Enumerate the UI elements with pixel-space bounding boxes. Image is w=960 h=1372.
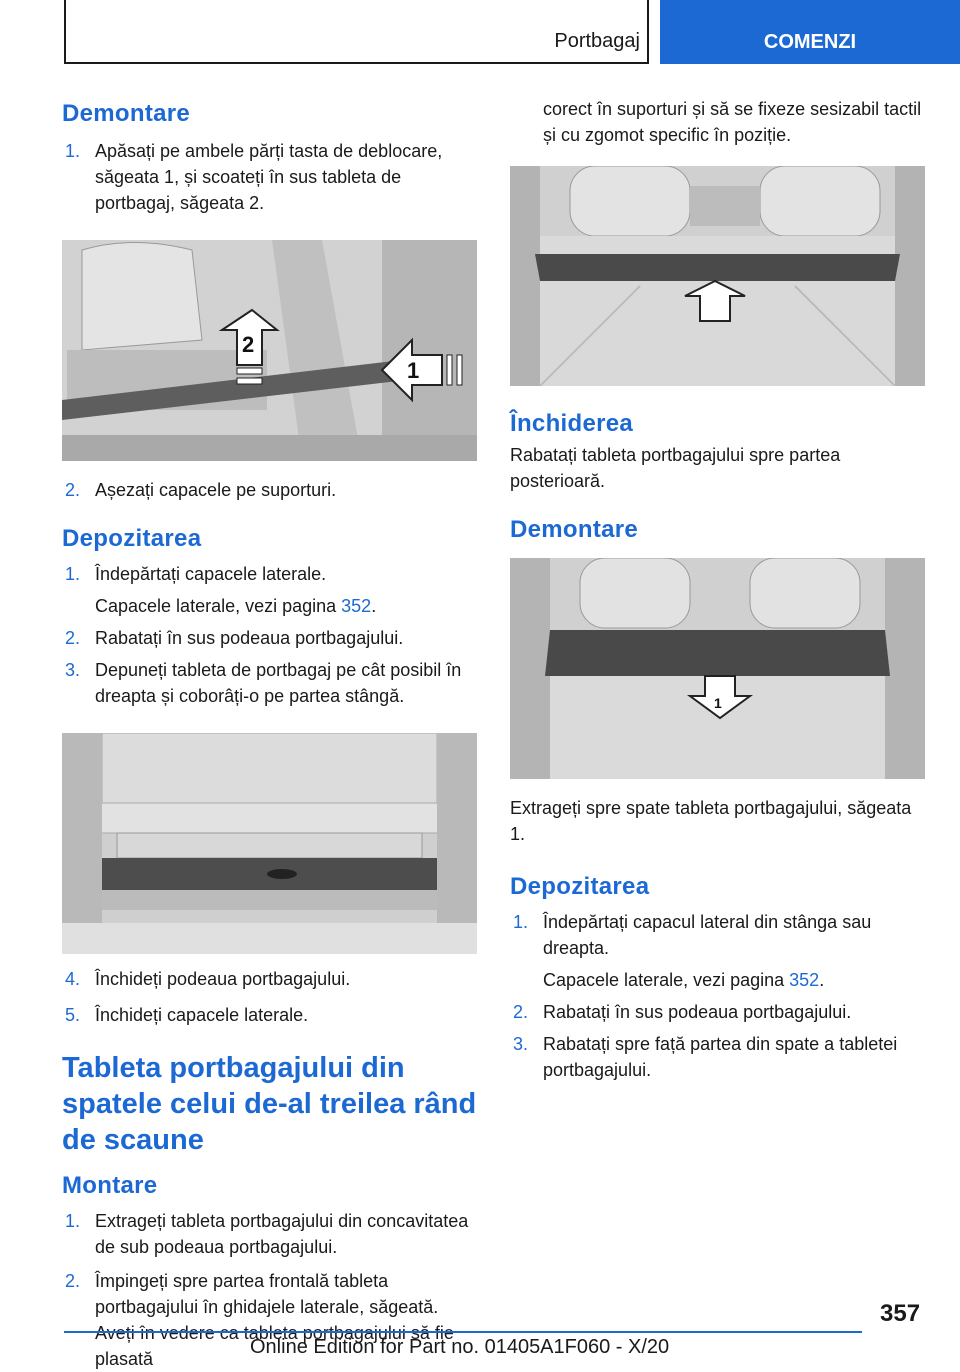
step-m2: 2. Împingeți spre partea frontală tableta… — [62, 1268, 477, 1372]
step-number: 2. — [65, 1271, 81, 1291]
step-text: Apăsați pe ambele părți tasta de debloca… — [95, 141, 443, 213]
step-number: 5. — [65, 1005, 81, 1025]
step-text: Extrageți tableta portbagajului din conc… — [95, 1211, 469, 1257]
step-number: 1. — [65, 1211, 81, 1231]
figure-install-illustration — [510, 166, 925, 386]
figure-install — [510, 166, 925, 386]
step-text: Așezați capacele pe suporturi. — [95, 480, 337, 500]
step-number: 3. — [65, 660, 81, 680]
heading-montare: Montare — [62, 1172, 158, 1199]
step-text: Îndepărtați capacele laterale. — [95, 564, 327, 584]
page-link-352[interactable]: 352 — [789, 970, 820, 990]
step-number: 1. — [65, 564, 81, 584]
figure-storage — [62, 733, 477, 954]
step-r1-sub: Capacele laterale, vezi pagina 352. — [543, 970, 825, 990]
paragraph-demontare: Extrageți spre spate tableta portbagajul… — [510, 798, 912, 844]
heading-demontare: Demontare — [62, 100, 191, 127]
figure-storage-illustration — [62, 733, 477, 954]
step-number: 2. — [65, 480, 81, 500]
heading-demontare-right: Demontare — [510, 516, 639, 543]
step-p1: 1. Îndepărtați capacele laterale. — [62, 561, 477, 587]
step-text: corect în suporturi și să se fixeze sesi… — [543, 99, 922, 145]
step-p5: 5. Închideți capacele laterale. — [62, 1002, 477, 1028]
step-r3: 3. Rabatați spre față partea din spate a … — [510, 1031, 925, 1083]
step-r1: 1. Îndepărtați capacul lateral din stânga… — [510, 909, 925, 961]
figure-demontare: 1 — [510, 558, 925, 779]
step-r2: 2. Rabatați în sus podeaua portbagajului. — [510, 999, 925, 1025]
step-text: Depuneți tableta de portbagaj pe cât pos… — [95, 660, 462, 706]
figure-demontare-illustration: 1 — [510, 558, 925, 779]
step-text: Îndepărtați capacul lateral din stânga s… — [543, 912, 872, 958]
page-number: 357 — [880, 1300, 921, 1327]
step-d2: 2. Așezați capacele pe suporturi. — [62, 477, 477, 503]
figure-label-2: 2 — [242, 332, 254, 357]
footer-edition: Online Edition for Part no. 01405A1F060 … — [250, 1336, 670, 1358]
header-section-title: Portbagaj — [554, 30, 640, 52]
figure-removal: 2 1 — [62, 240, 477, 461]
page-link-352[interactable]: 352 — [341, 596, 372, 616]
step-text: Împingeți spre partea frontală tableta p… — [95, 1271, 454, 1369]
step-number: 2. — [65, 628, 81, 648]
heading-depozitarea-right: Depozitarea — [510, 873, 650, 900]
step-subtext: Capacele laterale, vezi pagina — [95, 596, 342, 616]
step-text: Închideți capacele laterale. — [95, 1005, 309, 1025]
step-subtext: Capacele laterale, vezi pagina — [543, 970, 790, 990]
figure-label-1: 1 — [714, 695, 722, 711]
heading-inchiderea: Închiderea — [510, 410, 634, 437]
step-p4: 4. Închideți podeaua portbagajului. — [62, 966, 477, 992]
step-number: 3. — [513, 1034, 529, 1054]
heading-depozitarea: Depozitarea — [62, 525, 202, 552]
left-column: Demontare 1. Apăsați pe ambele părți tast… — [62, 100, 477, 1372]
step-number: 1. — [65, 141, 81, 161]
paragraph-inchiderea: Rabatați tableta portbagajului spre part… — [510, 445, 841, 491]
step-text: Rabatați spre față partea din spate a ta… — [543, 1034, 898, 1080]
header-frame — [64, 0, 649, 64]
step-d1: 1. Apăsați pe ambele părți tasta de deblo… — [62, 138, 477, 216]
step-number: 2. — [513, 1002, 529, 1022]
step-m2-continued: corect în suporturi și să se fixeze sesi… — [510, 96, 925, 148]
step-text: Rabatați în sus podeaua portbagajului. — [543, 1002, 852, 1022]
step-p1-sub: Capacele laterale, vezi pagina 352. — [95, 596, 377, 616]
figure-removal-illustration: 2 1 — [62, 240, 477, 461]
step-number: 1. — [513, 912, 529, 932]
step-text: Închideți podeaua portbagajului. — [95, 969, 351, 989]
figure-label-1: 1 — [407, 358, 419, 383]
step-p3: 3. Depuneți tableta de portbagaj pe cât p… — [62, 657, 477, 709]
heading-tableta-rand-3: Tableta portbagajului din spatele celui … — [62, 1052, 477, 1156]
step-number: 4. — [65, 969, 81, 989]
step-p2: 2. Rabatați în sus podeaua portbagajului. — [62, 625, 477, 651]
step-m1: 1. Extrageți tableta portbagajului din co… — [62, 1208, 477, 1260]
footer-divider — [64, 1331, 862, 1333]
right-column: corect în suporturi și să se fixeze sesi… — [510, 96, 925, 1083]
header-tab-comenzi[interactable]: COMENZI — [660, 0, 960, 64]
step-text: Rabatați în sus podeaua portbagajului. — [95, 628, 404, 648]
